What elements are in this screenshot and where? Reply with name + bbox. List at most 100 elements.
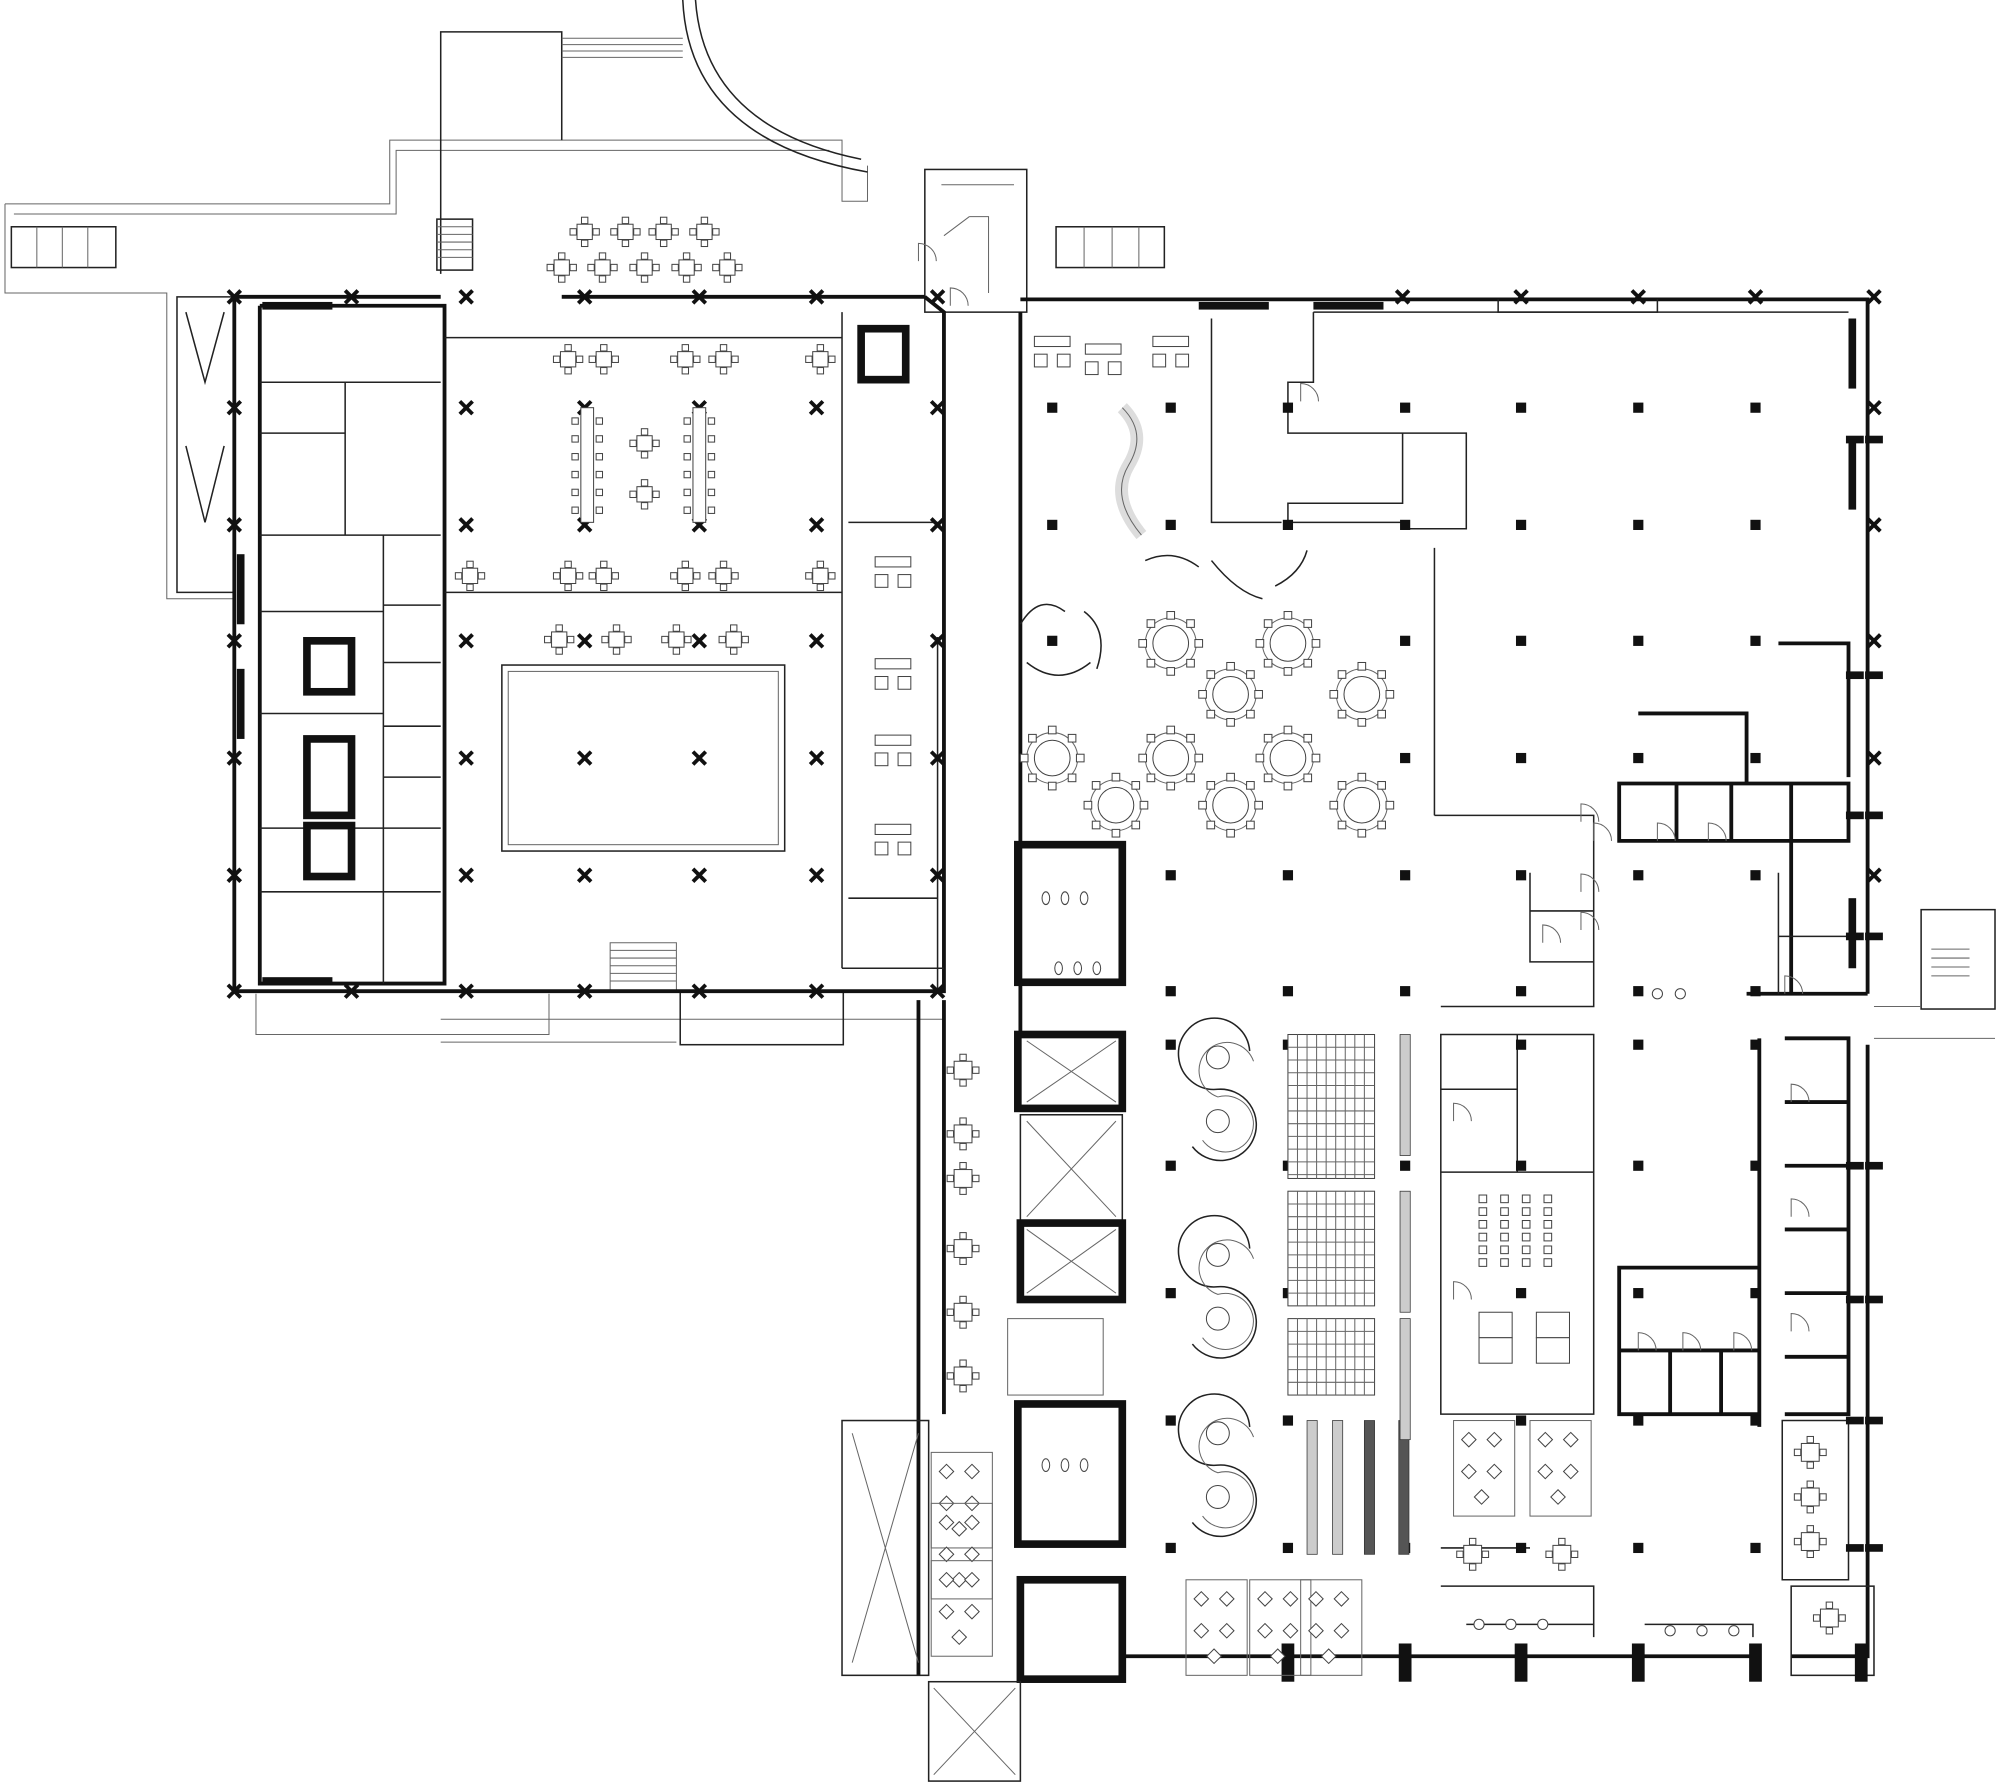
column-square xyxy=(1633,1160,1644,1171)
toilet xyxy=(1092,961,1102,976)
stool xyxy=(1651,988,1664,1000)
column-x-mark xyxy=(808,983,825,999)
column-square xyxy=(1515,1160,1527,1171)
table-top xyxy=(1800,1487,1820,1507)
armchair xyxy=(874,574,889,588)
toilet xyxy=(1041,1458,1051,1473)
lounge-seating xyxy=(1152,335,1190,368)
round-table xyxy=(1138,725,1204,791)
sofa xyxy=(874,556,912,568)
chair xyxy=(571,417,579,425)
dining-table xyxy=(946,1117,980,1151)
column-x-mark xyxy=(226,289,243,305)
column-square xyxy=(1400,870,1411,881)
east-stacks xyxy=(1781,1419,1850,1581)
chair xyxy=(1028,733,1037,743)
chair xyxy=(683,470,691,479)
door-swing xyxy=(949,287,969,306)
chair xyxy=(1254,800,1263,810)
west-lift xyxy=(303,821,356,881)
column-square xyxy=(1282,986,1294,997)
chair xyxy=(683,435,691,443)
column-x-mark xyxy=(576,633,593,649)
chair xyxy=(1138,753,1148,763)
chair xyxy=(1083,800,1093,810)
chair xyxy=(682,275,691,283)
lounge-seating xyxy=(874,734,912,767)
table-top xyxy=(953,1124,973,1144)
column-square xyxy=(1515,635,1527,646)
dining-table xyxy=(569,216,600,248)
chair xyxy=(683,506,691,514)
window-mullion xyxy=(1845,1416,1864,1425)
column-square xyxy=(1165,1415,1176,1426)
lounge-seating xyxy=(874,823,912,856)
column-square xyxy=(1047,635,1058,646)
dining-table xyxy=(946,1053,980,1087)
lounge-gallery xyxy=(848,521,939,994)
column-x-mark xyxy=(1747,289,1764,305)
column-x-mark xyxy=(458,517,474,533)
toilet xyxy=(1060,1458,1070,1473)
south-terrace xyxy=(255,993,944,1043)
column-square xyxy=(1515,752,1527,764)
column-x-mark xyxy=(929,633,946,649)
diamond-chair xyxy=(1562,1463,1579,1480)
chair xyxy=(621,239,630,248)
column-x-mark xyxy=(1394,289,1411,305)
chair xyxy=(1825,1601,1834,1609)
chair xyxy=(1146,733,1156,743)
chair xyxy=(689,228,697,236)
toilet xyxy=(1060,891,1070,906)
table-top xyxy=(1097,786,1135,824)
chair xyxy=(629,263,637,272)
chair xyxy=(719,367,728,375)
column-square xyxy=(1165,402,1176,413)
chair xyxy=(588,572,597,580)
dining-table xyxy=(718,624,749,655)
chair xyxy=(719,560,728,569)
lounge-seating xyxy=(874,556,912,588)
chair xyxy=(1246,781,1255,790)
column-x-mark xyxy=(929,750,946,766)
chair xyxy=(1028,773,1037,783)
window-mullion xyxy=(1845,1544,1864,1552)
chair xyxy=(454,572,463,580)
chair xyxy=(1283,725,1293,735)
column-square xyxy=(1282,402,1294,413)
s-shaped-seating xyxy=(1177,1393,1258,1538)
lounge-seating xyxy=(874,658,912,690)
dining-table xyxy=(946,1232,980,1265)
column-x-mark xyxy=(691,983,708,999)
chair xyxy=(946,1130,955,1138)
chair xyxy=(600,367,608,375)
chair xyxy=(1246,709,1255,719)
table-top xyxy=(953,1239,973,1258)
chair xyxy=(477,572,486,580)
chair xyxy=(1019,753,1029,763)
chair xyxy=(700,216,709,225)
table-top xyxy=(725,631,742,648)
chair xyxy=(1226,718,1235,727)
table-top xyxy=(1343,786,1381,824)
bookshelf-row xyxy=(1332,1420,1344,1555)
chair xyxy=(972,1066,980,1074)
diamond-chair xyxy=(1550,1489,1566,1505)
chair xyxy=(828,355,836,363)
diamond-chair xyxy=(951,1629,968,1646)
chair xyxy=(1337,820,1347,830)
classroom-chair xyxy=(1521,1232,1531,1242)
table-top xyxy=(595,351,612,368)
cluster-outline xyxy=(930,1451,993,1549)
chair xyxy=(1166,725,1176,735)
chair xyxy=(1166,781,1176,791)
column-square xyxy=(1282,519,1294,530)
diamond-chair xyxy=(964,1546,980,1563)
door-swing xyxy=(1542,924,1562,943)
central-courtyard xyxy=(501,664,786,852)
column-x-mark xyxy=(808,867,825,883)
table-top xyxy=(812,567,829,585)
chair xyxy=(1793,1537,1802,1546)
dining-table xyxy=(1793,1435,1827,1469)
chair xyxy=(1806,1461,1814,1469)
